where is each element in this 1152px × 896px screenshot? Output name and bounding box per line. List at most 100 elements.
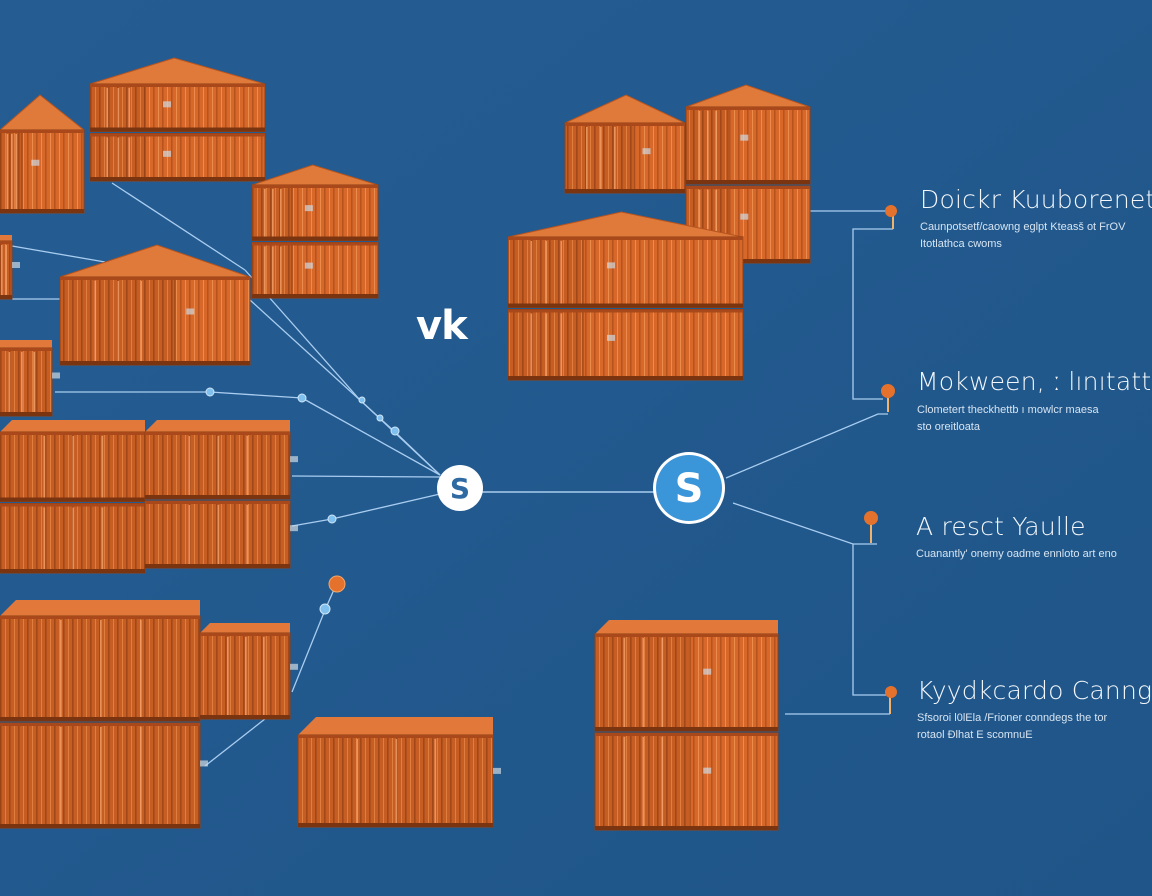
blue-node [327,514,337,524]
blue-node [297,393,307,403]
container-lock-bar [698,190,701,259]
container-lock-bar [117,281,120,361]
container-rail [508,376,743,380]
container-rail [0,723,200,726]
container-placard [290,525,298,532]
connector-line [291,475,441,478]
container-lock-bar [140,620,142,717]
container-rail [90,177,265,181]
container-lock-bar [217,436,220,495]
container-lock-bar [245,637,247,715]
label-a-resct-yaulle: A resct Yaulle Cuanantly' onemy oadme en… [916,512,1117,563]
container-rail [252,294,378,298]
container-lock-bar [395,739,398,823]
container-lock-bar [614,127,616,189]
container-side-face [291,184,379,241]
container-rail [0,717,200,721]
container-lock-bar [128,137,131,177]
container-lock-bar [117,137,120,177]
container-lock-bar [263,637,265,715]
shipping-container [297,717,501,828]
container-placard [493,767,501,774]
container-top [595,620,778,634]
label-docker-kubernetes: Doickr Kuuborenet Caunpotsetf/caowng egl… [920,185,1152,253]
label-desc-line: Itotlathca cwoms [920,238,1002,250]
container-top [145,420,290,432]
containers-layer [0,57,811,831]
container-rail [0,241,12,244]
connector-line [359,399,441,476]
orange-pin-node [881,384,895,412]
container-side-face [174,276,251,366]
container-lock-bar [280,246,282,294]
container-lock-bar [140,727,142,824]
container-placard [163,101,171,108]
container-lock-bar [6,134,9,209]
container-lock-bar [5,245,7,295]
container-top [298,717,493,735]
container-rail [508,309,743,313]
container-side-face [634,122,686,194]
container-rail [298,823,493,827]
shipping-container [0,94,85,214]
container-side-face [582,309,744,381]
blue-node [390,426,400,436]
container-lock-bar [661,638,664,727]
connector-line [852,228,893,400]
container-rail [686,186,810,189]
container-lock-bar [600,127,602,189]
label-kyydkcardo: Kyydkcardo Canngs Sfsoroi l0lEla /Frione… [917,676,1152,744]
blue-node [358,396,366,404]
container-lock-bar [707,190,709,259]
connector-line [301,397,441,476]
container-lock-bar [43,436,46,498]
container-lock-bar [707,111,709,180]
container-lock-bar [188,505,191,564]
container-lock-bar [11,134,13,209]
container-rail [90,133,265,137]
container-placard [12,262,20,268]
container-lock-bar [715,111,717,180]
brand-logo-text: vk [416,303,468,349]
container-placard [31,159,40,166]
container-door-face [0,347,53,417]
container-lock-bar [272,246,274,294]
container-top [0,600,200,616]
container-lock-bar [642,737,645,826]
shipping-container [507,211,744,381]
container-rail [0,295,12,299]
container-lock-bar [530,241,533,304]
label-desc-line: Sfsoroi l0lEla /Frioner conndegs the tor [917,712,1108,724]
left-hub-glyph: S [450,472,470,505]
container-lock-bar [560,313,563,376]
container-placard [163,150,171,157]
container-placard [642,148,651,155]
container-lock-bar [60,727,62,824]
container-rail [252,236,378,241]
container-rail [90,84,265,87]
container-rail [565,123,685,126]
container-top [0,420,145,432]
container-placard [607,334,615,341]
container-side-face [582,236,744,308]
container-rail [0,616,200,619]
container-rail [686,107,810,110]
connector-line [204,714,271,767]
shipping-container [0,340,60,417]
container-rail [145,501,290,504]
container-rail [0,497,145,502]
connector-line [291,609,326,693]
shipping-container [564,94,686,194]
container-placard [186,308,195,315]
container-placard [304,205,313,212]
container-lock-bar [101,507,104,569]
container-rail [0,130,84,133]
container-lock-bar [101,436,104,498]
container-lock-bar [33,352,35,412]
container-lock-bar [586,127,588,189]
container-top [0,235,12,241]
container-placard [200,760,208,767]
container-lock-bar [560,241,563,304]
container-rail [0,412,52,416]
container-lock-bar [94,281,97,361]
